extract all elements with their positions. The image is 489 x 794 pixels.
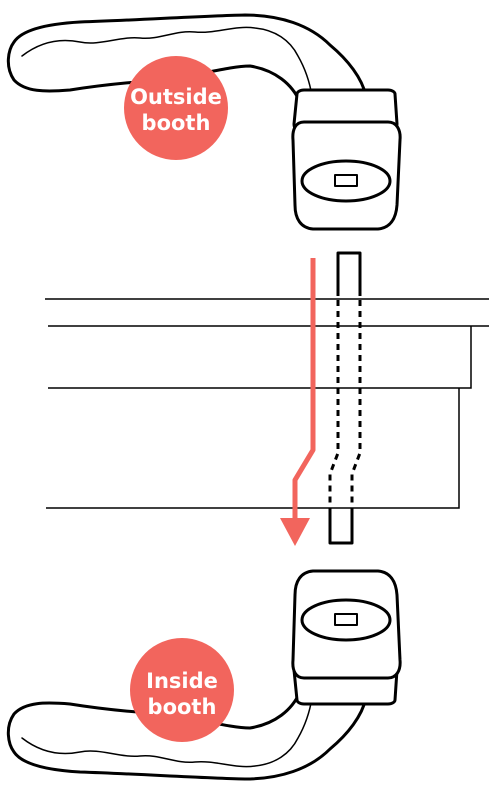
inside-booth-badge: Inside booth bbox=[130, 638, 234, 742]
spindle bbox=[328, 251, 362, 545]
arrow-head bbox=[280, 518, 310, 546]
spindle-top-segment bbox=[336, 251, 362, 296]
inside-lever-grip bbox=[21, 697, 313, 768]
outside-lever-grip bbox=[21, 26, 313, 97]
outside-keyhole-slot bbox=[334, 174, 358, 187]
door-layer-outline bbox=[48, 326, 472, 389]
outside-badge-circle bbox=[124, 56, 228, 160]
spindle-dashed-right bbox=[350, 300, 362, 506]
arrow-shaft bbox=[292, 258, 316, 520]
outside-badge-label-line1: Outside bbox=[130, 85, 222, 109]
door-layer-outline bbox=[46, 388, 460, 509]
inside-keyhole-slot bbox=[334, 613, 358, 626]
outside-badge-label-line2: booth bbox=[142, 111, 211, 135]
inside-badge-label-line2: booth bbox=[148, 695, 217, 719]
direction-arrow bbox=[280, 258, 316, 546]
inside-badge-label-line1: Inside bbox=[146, 669, 218, 693]
inside-badge-circle bbox=[130, 638, 234, 742]
spindle-dashed-left bbox=[328, 300, 340, 506]
outside-booth-badge: Outside booth bbox=[124, 56, 228, 160]
spindle-bottom-segment bbox=[328, 508, 354, 545]
door-panel bbox=[45, 298, 489, 509]
